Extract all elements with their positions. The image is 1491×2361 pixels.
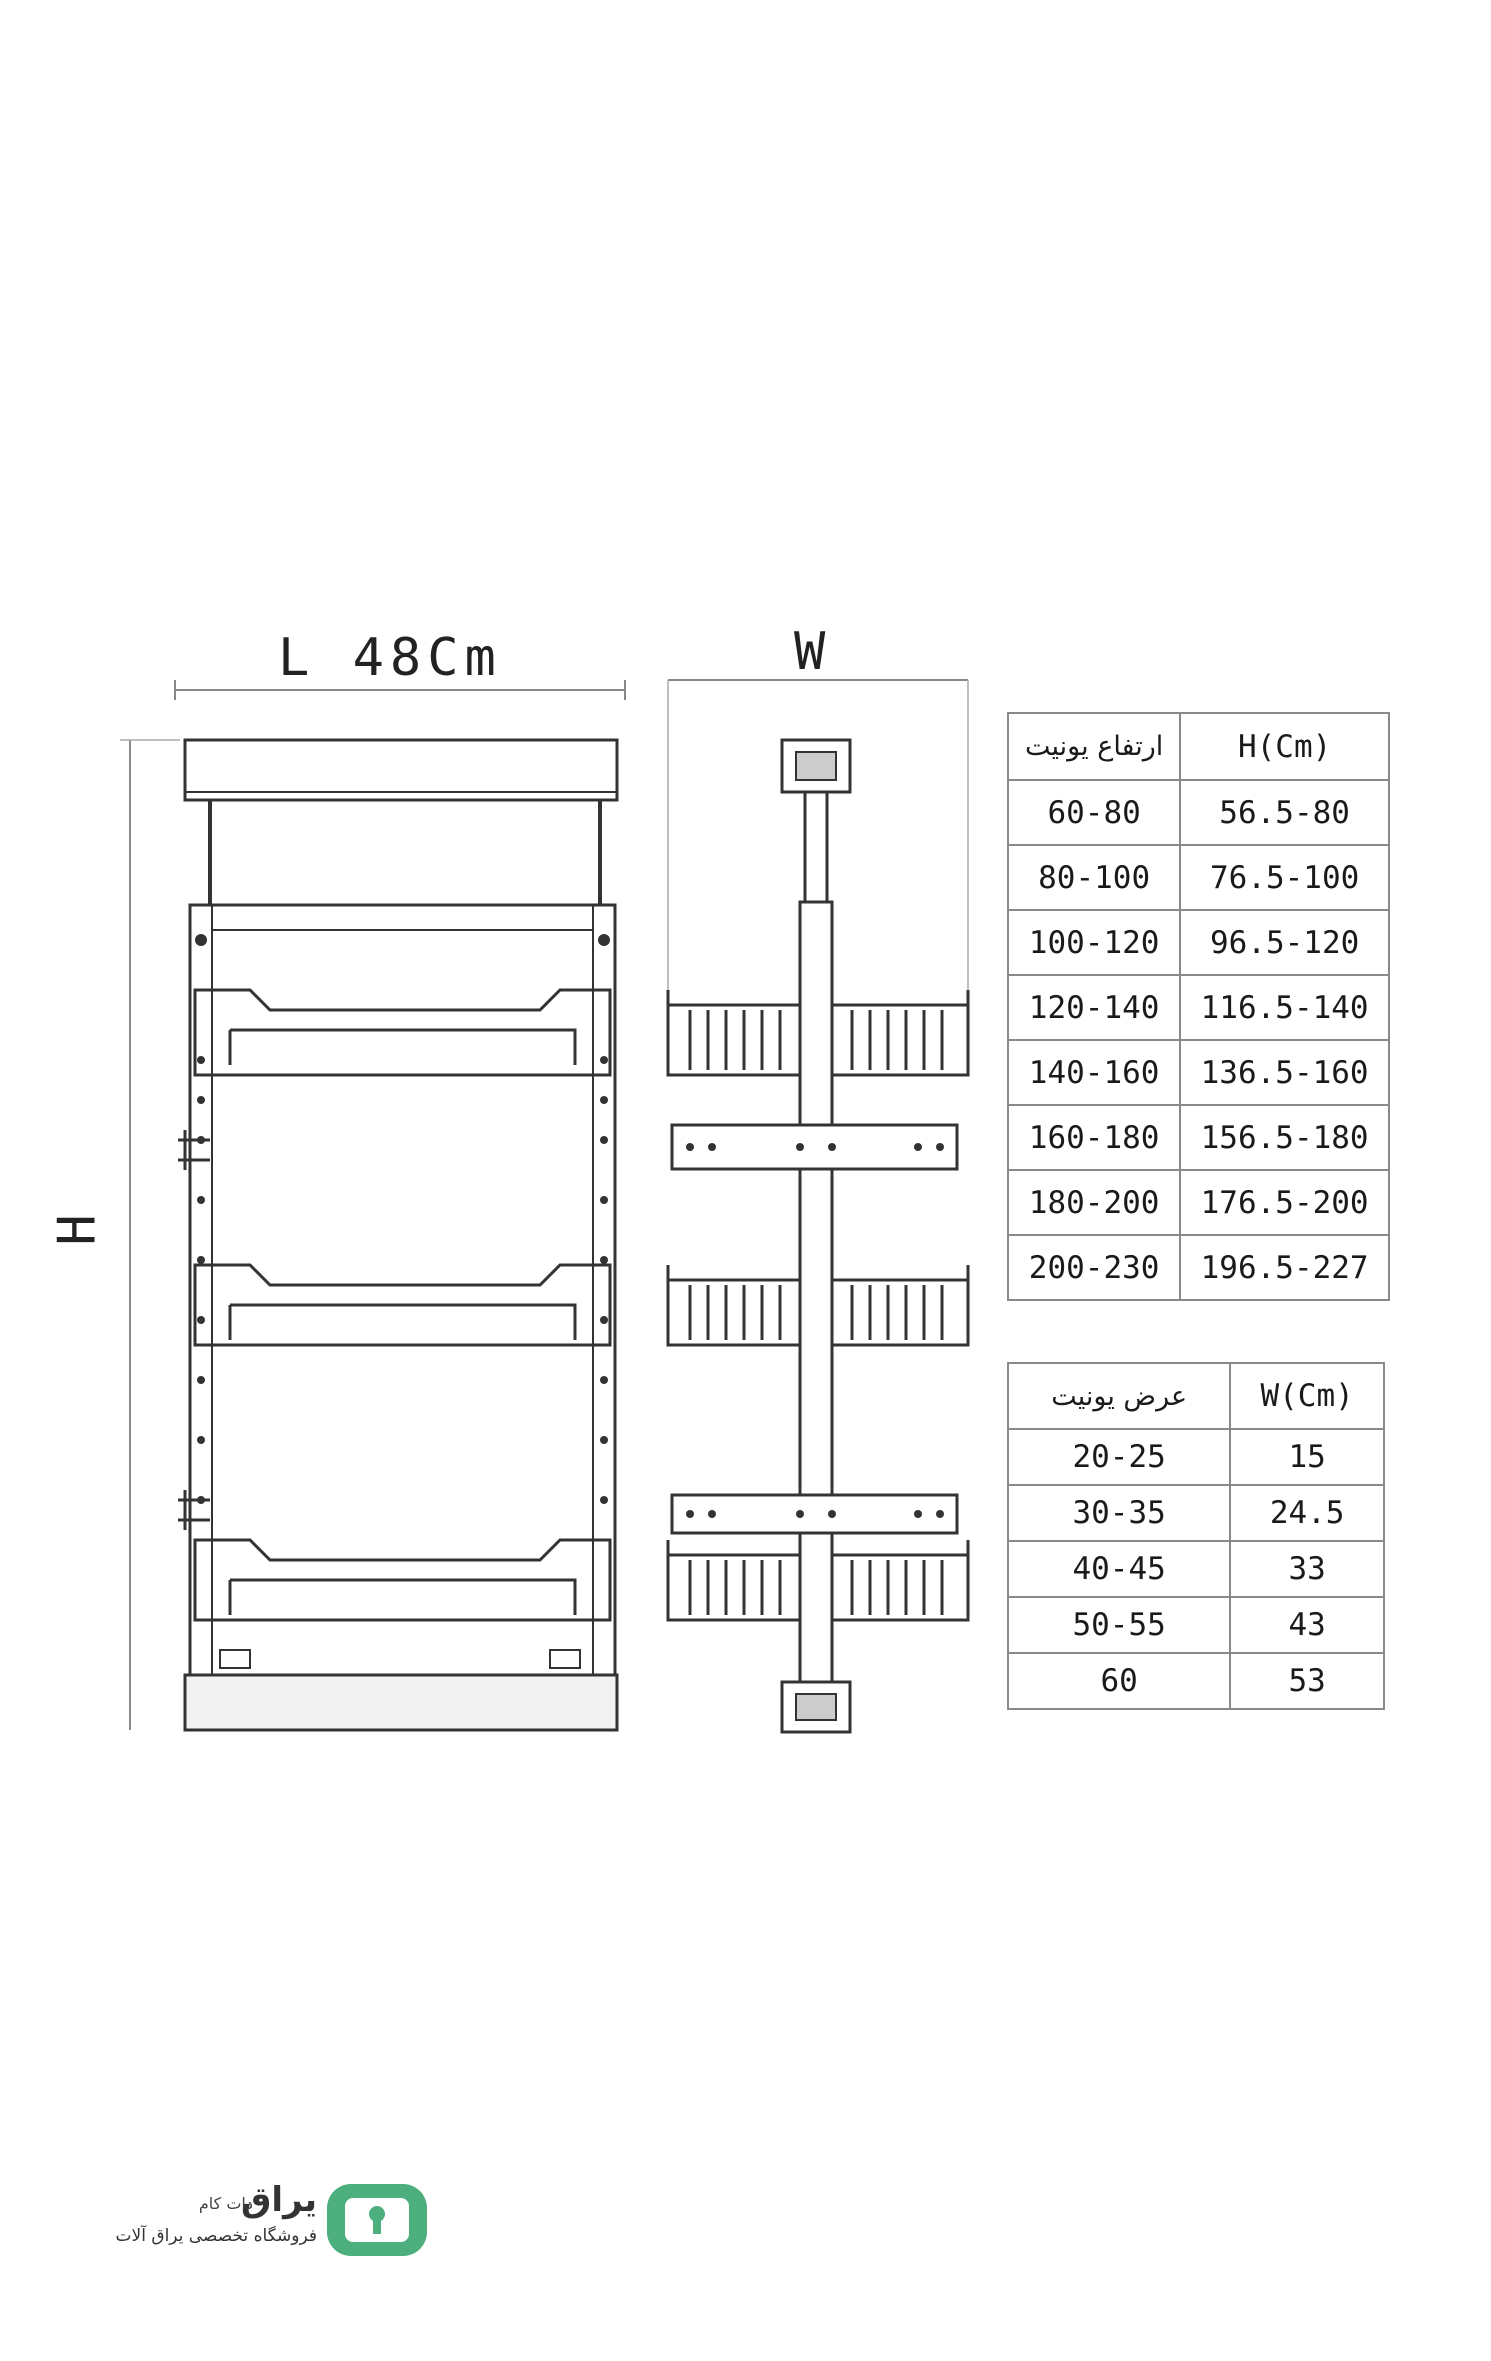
brand-name: یراق bbox=[241, 2180, 317, 2220]
front-view-drawing bbox=[120, 680, 626, 1732]
table-cell: 60-80 bbox=[1006, 779, 1182, 846]
table-cell: 200-230 bbox=[1006, 1234, 1182, 1301]
table-cell: 20-25 bbox=[1006, 1428, 1232, 1486]
brand-lock-icon bbox=[327, 2184, 427, 2256]
side-view-drawing bbox=[666, 679, 970, 1734]
table-cell: 15 bbox=[1229, 1428, 1385, 1486]
table-cell: 176.5-200 bbox=[1179, 1169, 1390, 1236]
table-cell: 196.5-227 bbox=[1179, 1234, 1390, 1301]
table-cell: 76.5-100 bbox=[1179, 844, 1390, 911]
brand-logo[interactable]: یراق دات کام فروشگاه تخصصی یراق آلات bbox=[105, 2180, 435, 2260]
width-table-header-unit: عرض یونیت bbox=[1006, 1362, 1232, 1430]
width-table-header-w: W(Cm) bbox=[1229, 1362, 1385, 1430]
height-dimension-label: H bbox=[47, 1214, 108, 1246]
table-cell: 43 bbox=[1229, 1596, 1385, 1654]
table-cell: 160-180 bbox=[1006, 1104, 1182, 1171]
table-cell: 53 bbox=[1229, 1652, 1385, 1710]
brand-tagline: فروشگاه تخصصی یراق آلات bbox=[115, 2226, 317, 2246]
table-cell: 136.5-160 bbox=[1179, 1039, 1390, 1106]
table-cell: 156.5-180 bbox=[1179, 1104, 1390, 1171]
table-cell: 30-35 bbox=[1006, 1484, 1232, 1542]
table-cell: 116.5-140 bbox=[1179, 974, 1390, 1041]
table-cell: 80-100 bbox=[1006, 844, 1182, 911]
table-cell: 180-200 bbox=[1006, 1169, 1182, 1236]
table-cell: 100-120 bbox=[1006, 909, 1182, 976]
table-cell: 33 bbox=[1229, 1540, 1385, 1598]
table-cell: 60 bbox=[1006, 1652, 1232, 1710]
table-cell: 56.5-80 bbox=[1179, 779, 1390, 846]
height-table-header-unit: ارتفاع یونیت bbox=[1006, 712, 1182, 781]
length-dimension-label: L 48Cm bbox=[278, 628, 502, 688]
brand-suffix: دات کام bbox=[198, 2194, 253, 2213]
table-cell: 140-160 bbox=[1006, 1039, 1182, 1106]
width-dimension-label: W bbox=[794, 622, 826, 682]
table-cell: 50-55 bbox=[1006, 1596, 1232, 1654]
table-cell: 120-140 bbox=[1006, 974, 1182, 1041]
table-cell: 40-45 bbox=[1006, 1540, 1232, 1598]
table-cell: 24.5 bbox=[1229, 1484, 1385, 1542]
height-table-header-h: H(Cm) bbox=[1179, 712, 1390, 781]
table-cell: 96.5-120 bbox=[1179, 909, 1390, 976]
